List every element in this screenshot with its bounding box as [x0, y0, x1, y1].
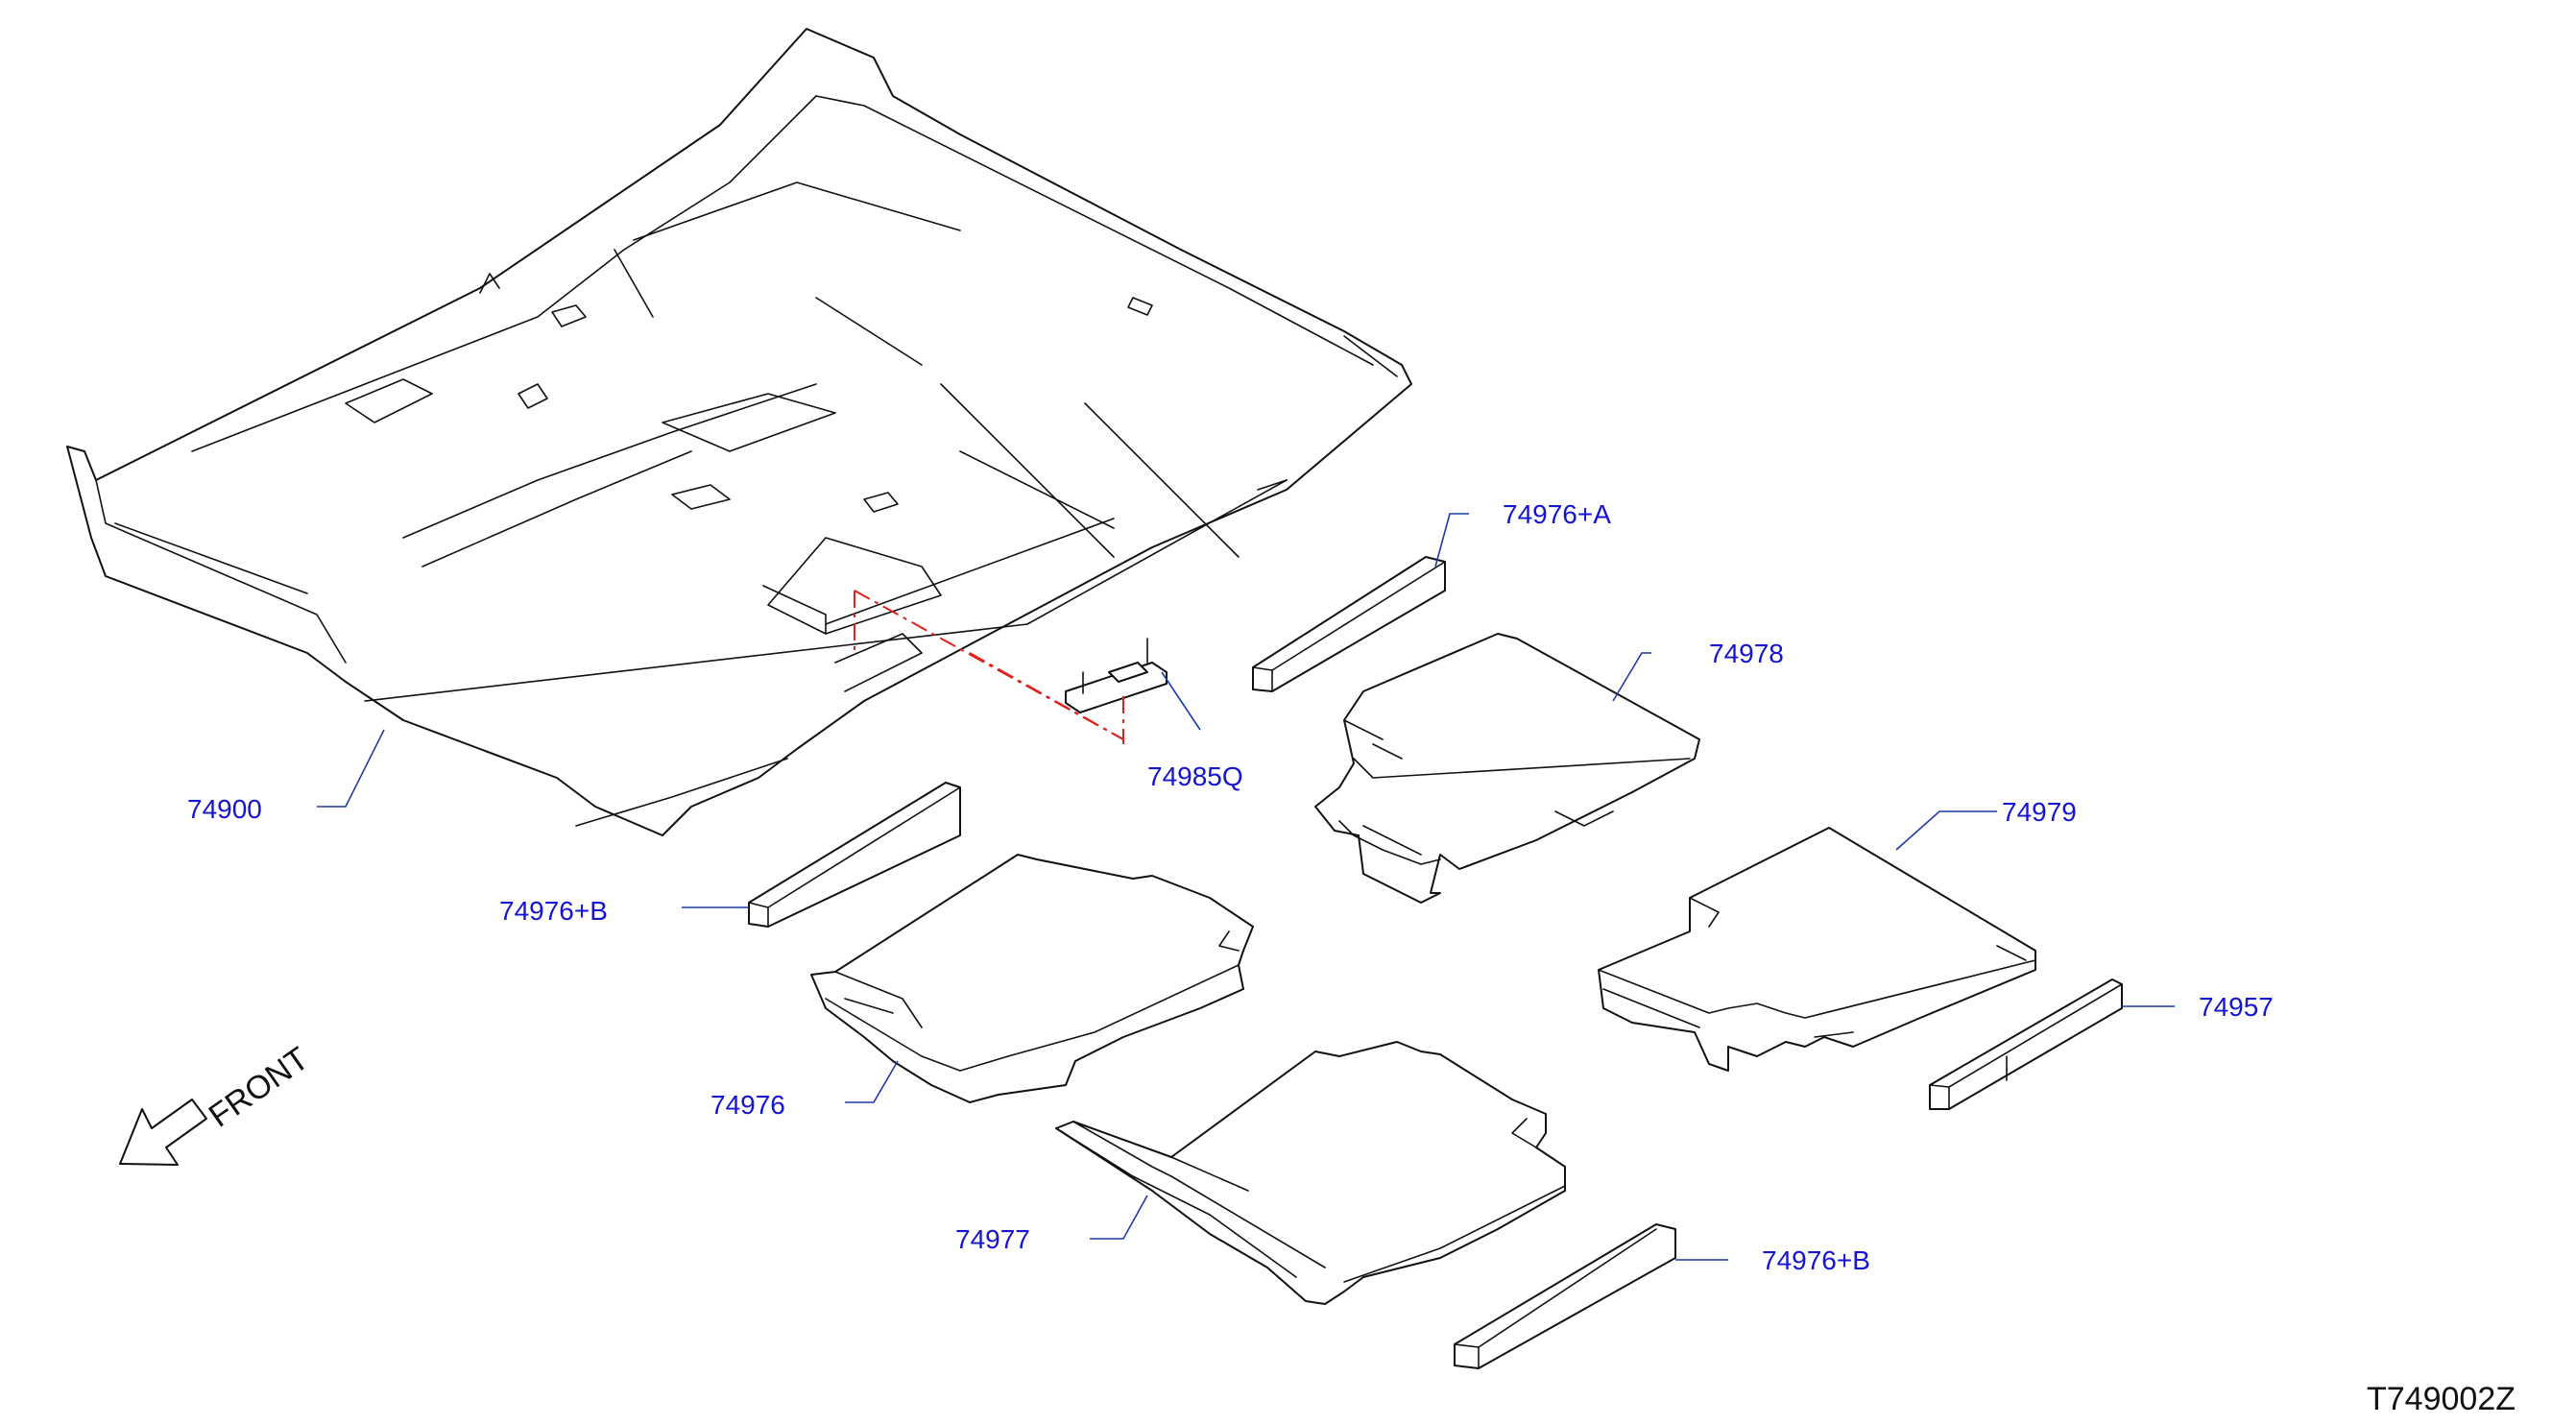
- spacer-74976-b-lower[interactable]: [1454, 1223, 1676, 1369]
- front-arrow-icon: [119, 1099, 207, 1166]
- floor-carpet-74900[interactable]: [66, 28, 1412, 836]
- leader-74976-a: [1434, 513, 1469, 568]
- spacer-74976-a[interactable]: [1252, 556, 1446, 692]
- leader-lines: [317, 513, 2175, 1261]
- leader-74977: [1090, 1195, 1148, 1240]
- callout-74979: 74979: [2002, 797, 2077, 827]
- callout-74978: 74978: [1709, 639, 1784, 668]
- front-direction-indicator: FRONT: [119, 1040, 316, 1166]
- callout-74985q: 74985Q: [1147, 761, 1243, 791]
- floor-mat-74976[interactable]: [810, 854, 1254, 1103]
- leader-74979: [1895, 810, 1997, 851]
- callout-74957: 74957: [2199, 992, 2274, 1022]
- leader-74978: [1612, 652, 1651, 702]
- leader-74976: [845, 1060, 899, 1103]
- callout-74900: 74900: [187, 794, 262, 824]
- clip-74985q[interactable]: [1065, 638, 1168, 713]
- diagram-reference-code: T749002Z: [2367, 1381, 2516, 1417]
- front-label: FRONT: [203, 1040, 316, 1134]
- callout-74976: 74976: [710, 1090, 785, 1120]
- leader-74900: [317, 729, 385, 808]
- callout-74976-b-lower: 74976+B: [1762, 1245, 1870, 1275]
- floor-mat-74977[interactable]: [1055, 1041, 1566, 1305]
- floor-mat-74979[interactable]: [1598, 827, 2036, 1072]
- attachment-phantom-lines: [854, 590, 1124, 744]
- leader-74985q: [1161, 671, 1201, 731]
- spacer-74976-b-upper[interactable]: [748, 782, 961, 928]
- callout-74977: 74977: [955, 1224, 1030, 1254]
- spacer-74957[interactable]: [1929, 978, 2123, 1110]
- callout-74976-a: 74976+A: [1503, 499, 1611, 529]
- callout-74976-b-upper: 74976+B: [499, 896, 608, 926]
- floor-mat-74978[interactable]: [1314, 633, 1700, 904]
